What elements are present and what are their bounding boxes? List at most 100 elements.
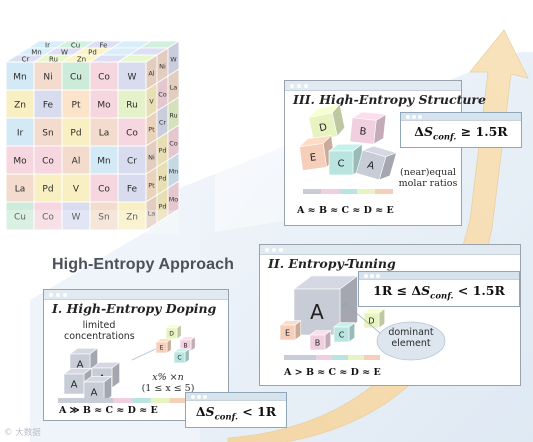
cube-element-label: Ru: [49, 56, 58, 64]
cube-element-label: Ru: [126, 101, 138, 111]
cube-label: D: [318, 122, 328, 134]
equal-cube-c: C: [328, 143, 364, 176]
entropy-high-box: ΔSconf. ≥ 1.5R: [400, 112, 522, 148]
cube-element-label: W: [61, 49, 68, 57]
cube-element-label: Mn: [97, 157, 110, 167]
cube-element-label: Cu: [70, 73, 82, 83]
approach-title: High-Entropy Approach: [52, 256, 234, 273]
cube-front-cell: [61, 173, 91, 203]
composition-bar-segment: [316, 355, 332, 360]
cube-element-label: W: [128, 73, 137, 83]
cube-element-label: Mn: [31, 49, 41, 57]
cube-element-label: Zn: [126, 213, 138, 223]
cube-element-label: W: [170, 56, 177, 64]
tuning-cube-b: B: [309, 330, 332, 351]
cube-element-label: La: [170, 84, 178, 92]
cube-element-label: Al: [72, 157, 81, 167]
window-dot: [197, 394, 201, 399]
window-dot: [412, 114, 416, 119]
composition-bar-segment: [76, 398, 96, 403]
cube-element-label: Fe: [43, 101, 54, 111]
cube-element-label: Pd: [42, 185, 53, 195]
cube-element-label: Co: [42, 157, 54, 167]
cube-element-label: Sn: [42, 129, 53, 139]
watermark: © 大数据: [4, 428, 41, 438]
cube-front-cell: [5, 173, 35, 203]
structure-relation: A ≈ B ≈ C ≈ D ≈ E: [297, 205, 394, 216]
window-dot: [370, 273, 374, 278]
equal-cube-b: B: [349, 111, 387, 145]
composition-bar-segment: [284, 355, 300, 360]
cube-element-label: Co: [42, 213, 54, 223]
cube-front-cell: [117, 173, 147, 203]
window-dot: [56, 292, 60, 297]
window-dot: [304, 83, 308, 88]
cube-element-label: Fe: [127, 185, 138, 195]
cube-element-label: Pd: [88, 49, 97, 57]
composition-bar-segment: [169, 398, 188, 403]
cube-front-face: [355, 149, 387, 181]
composition-bar-segment: [150, 398, 170, 403]
composition-bar-segment: [375, 189, 393, 194]
window-dot: [279, 247, 283, 252]
composition-bar-segment: [332, 355, 348, 360]
window-dot: [376, 273, 380, 278]
cube-element-label: Co: [158, 91, 167, 99]
cube-element-label: Zn: [77, 56, 86, 64]
window-dot: [203, 394, 207, 399]
cube-element-label: V: [73, 185, 80, 195]
cube-front-cell: [33, 201, 63, 231]
cube-element-label: W: [72, 213, 81, 223]
cube-element-label: Co: [98, 73, 110, 83]
cube-label: E: [285, 328, 290, 337]
cube-label: D: [169, 331, 174, 338]
cube-element-label: Pd: [70, 129, 81, 139]
composition-bar-segment: [339, 189, 357, 194]
cube-element-label: La: [99, 129, 110, 139]
window-dot: [272, 247, 276, 252]
composition-bar-segment: [113, 398, 133, 403]
cube-front-face: [349, 117, 377, 145]
cube-element-label: Pd: [158, 203, 166, 211]
cube-element-label: Zn: [14, 101, 26, 111]
cube-label: A: [91, 388, 98, 399]
cube-element-label: Mn: [169, 168, 179, 176]
cube-label: A: [77, 360, 84, 371]
doping-formula: x% ×n: [152, 372, 184, 383]
projection-wedge: [215, 70, 290, 232]
cube-front-cell: [5, 201, 35, 231]
panel-structure-title: III. High-Entropy Structure: [293, 92, 486, 107]
window-dot: [290, 83, 294, 88]
cube-front-face: [333, 326, 350, 343]
dominant-element-note: dominant element: [388, 327, 434, 349]
cube-element-label: Pt: [72, 101, 81, 111]
cube-element-label: Mo: [169, 196, 179, 204]
entropy-box-bar: [186, 393, 286, 401]
cube-element-label: Co: [98, 185, 110, 195]
equal-molar-note: (near)equal molar ratios: [398, 167, 458, 190]
cube-element-label: Sn: [98, 213, 109, 223]
cube-front-cell: [117, 117, 147, 147]
limited-concentrations-note: limited concentrations: [64, 320, 135, 342]
cube-front-face: [173, 351, 186, 364]
cube-side-cell: [167, 180, 180, 217]
equal-cube-a: A: [355, 145, 398, 181]
cube-element-label: Cr: [22, 56, 30, 64]
cube-label: E: [160, 345, 164, 352]
panel-doping: I. High-Entropy Doping AAAADEBC limited …: [43, 289, 229, 421]
cube-label: C: [339, 330, 345, 339]
cube-front-face: [279, 324, 296, 341]
dopant-cube-b: B: [179, 336, 197, 352]
cube-fade: [6, 210, 179, 234]
cube-element-label: Cu: [14, 213, 26, 223]
entropy-mid-label: 1R ≤ ΔSconf. < 1.5R: [373, 283, 505, 302]
composition-bar-segment: [303, 189, 321, 194]
callout-dot: [342, 302, 348, 308]
window-dot: [191, 394, 195, 399]
cube-label: A: [310, 300, 324, 324]
cube-element-label: Ir: [17, 129, 24, 139]
